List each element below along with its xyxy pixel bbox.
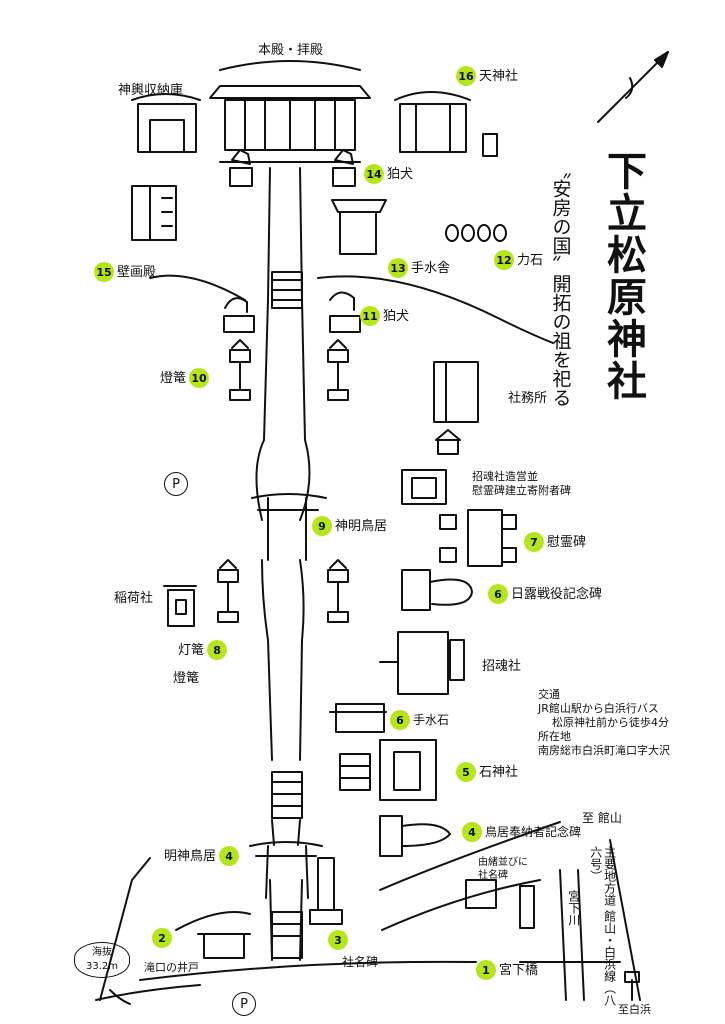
parking-icon-1: P xyxy=(164,472,188,496)
label-national-road: 主要地方道 館山・白浜線（八六号） xyxy=(588,846,617,1006)
label-shokonsha: 招魂社 xyxy=(482,659,522,674)
point-3: 3 xyxy=(328,930,348,950)
point-badge: 16 xyxy=(456,66,476,86)
point-badge: 7 xyxy=(524,532,544,552)
point-badge: 3 xyxy=(328,930,348,950)
label-to-shirahama: 至白浜 xyxy=(618,1003,651,1016)
elevation-value: 33.2m xyxy=(85,961,118,972)
point-label: 慰霊碑 xyxy=(547,534,587,550)
point-13: 13 手水舎 xyxy=(388,258,450,278)
point-6b: 6 日露戦役記念碑 xyxy=(488,584,602,604)
point-8: 灯篭 8 xyxy=(178,640,228,660)
point-badge: 6 xyxy=(390,710,410,730)
access-heading2: 所在地 xyxy=(538,730,571,743)
elevation-label: 海抜 xyxy=(92,947,112,958)
point-14: 14 狛犬 xyxy=(364,164,413,184)
label-ireihi-note: 招魂社造営並 慰霊碑建立寄附者碑 xyxy=(472,470,571,497)
label-inari: 稲荷社 xyxy=(114,591,154,606)
point-label: 明神鳥居 xyxy=(164,848,217,864)
point-7: 7 慰霊碑 xyxy=(524,532,586,552)
point-9: 9 神明鳥居 xyxy=(312,516,387,536)
point-badge: 6 xyxy=(488,584,508,604)
point-3-label: 社名碑 xyxy=(342,955,379,969)
point-15: 15 壁画殿 xyxy=(94,262,156,282)
point-label: 狛犬 xyxy=(383,308,410,324)
point-label: 鳥居奉納者記念碑 xyxy=(485,825,582,839)
point-badge: 1 xyxy=(476,960,496,980)
point-label: 灯篭 xyxy=(178,642,205,658)
label-sign-line2: 社名碑 xyxy=(478,870,508,881)
access-line3: 南房総市白浜町滝口字大沢 xyxy=(538,744,670,757)
point-label: 日露戦役記念碑 xyxy=(511,586,603,602)
point-10: 燈篭 10 xyxy=(160,368,210,388)
point-6a: 6 手水石 xyxy=(390,710,449,730)
parking-icon-2: P xyxy=(232,992,256,1016)
point-badge: 8 xyxy=(207,640,228,660)
point-12: 12 力石 xyxy=(494,250,543,270)
point-badge: 13 xyxy=(388,258,408,278)
point-label: 狛犬 xyxy=(387,166,414,182)
point-2: 2 xyxy=(152,928,172,948)
point-badge: 12 xyxy=(494,250,514,270)
point-badge: 5 xyxy=(456,762,476,782)
point-label: 燈篭 xyxy=(160,370,187,386)
label-mikoshi: 神輿収納庫 xyxy=(118,83,184,98)
point-16: 16 天神社 xyxy=(456,66,518,86)
point-2-label: 滝口の井戸 xyxy=(144,961,199,974)
point-11: 11 狛犬 xyxy=(360,306,409,326)
point-4b: 明神鳥居 4 xyxy=(164,846,240,866)
north-arrow-icon xyxy=(597,51,669,123)
point-badge: 4 xyxy=(462,822,482,842)
page-title: 下立松原神社 xyxy=(600,150,647,402)
elevation-badge: 海抜 33.2m xyxy=(74,942,130,978)
point-label: 力石 xyxy=(517,252,544,268)
point-5: 5 石神社 xyxy=(456,762,518,782)
label-toro: 燈篭 xyxy=(173,671,200,686)
point-badge: 2 xyxy=(152,928,172,948)
point-badge: 10 xyxy=(189,368,210,388)
access-heading: 交通 xyxy=(538,688,560,701)
subtitle: 〝安房の国〟開拓の祖を祀る xyxy=(549,160,572,407)
point-badge: 9 xyxy=(312,516,332,536)
access-line1: JR館山駅から白浜行バス xyxy=(538,702,659,715)
point-label: 宮下橋 xyxy=(499,962,539,978)
point-label: 壁画殿 xyxy=(117,264,157,280)
point-label: 神明鳥居 xyxy=(335,518,388,534)
point-1: 1 宮下橋 xyxy=(476,960,538,980)
point-label: 手水舎 xyxy=(411,260,451,276)
point-label: 手水石 xyxy=(413,713,450,727)
access-info: 交通 JR館山駅から白浜行バス 松原神社前から徒歩4分 所在地 南房総市白浜町滝… xyxy=(538,688,670,758)
point-badge: 14 xyxy=(364,164,384,184)
label-sign-line1: 由緒並びに xyxy=(478,857,528,868)
label-shamusho: 社務所 xyxy=(508,391,548,406)
point-badge: 11 xyxy=(360,306,380,326)
label-to-tateyama: 至 館山 xyxy=(582,811,622,825)
point-badge: 15 xyxy=(94,262,114,282)
access-line2: 松原神社前から徒歩4分 xyxy=(552,716,669,729)
point-badge: 4 xyxy=(219,846,240,866)
point-label: 石神社 xyxy=(479,764,519,780)
label-river: 宮下川 xyxy=(566,890,581,926)
point-label: 天神社 xyxy=(479,68,519,84)
label-honden: 本殿・拝殿 xyxy=(258,43,324,58)
point-4a: 4 鳥居奉納者記念碑 xyxy=(462,822,581,842)
